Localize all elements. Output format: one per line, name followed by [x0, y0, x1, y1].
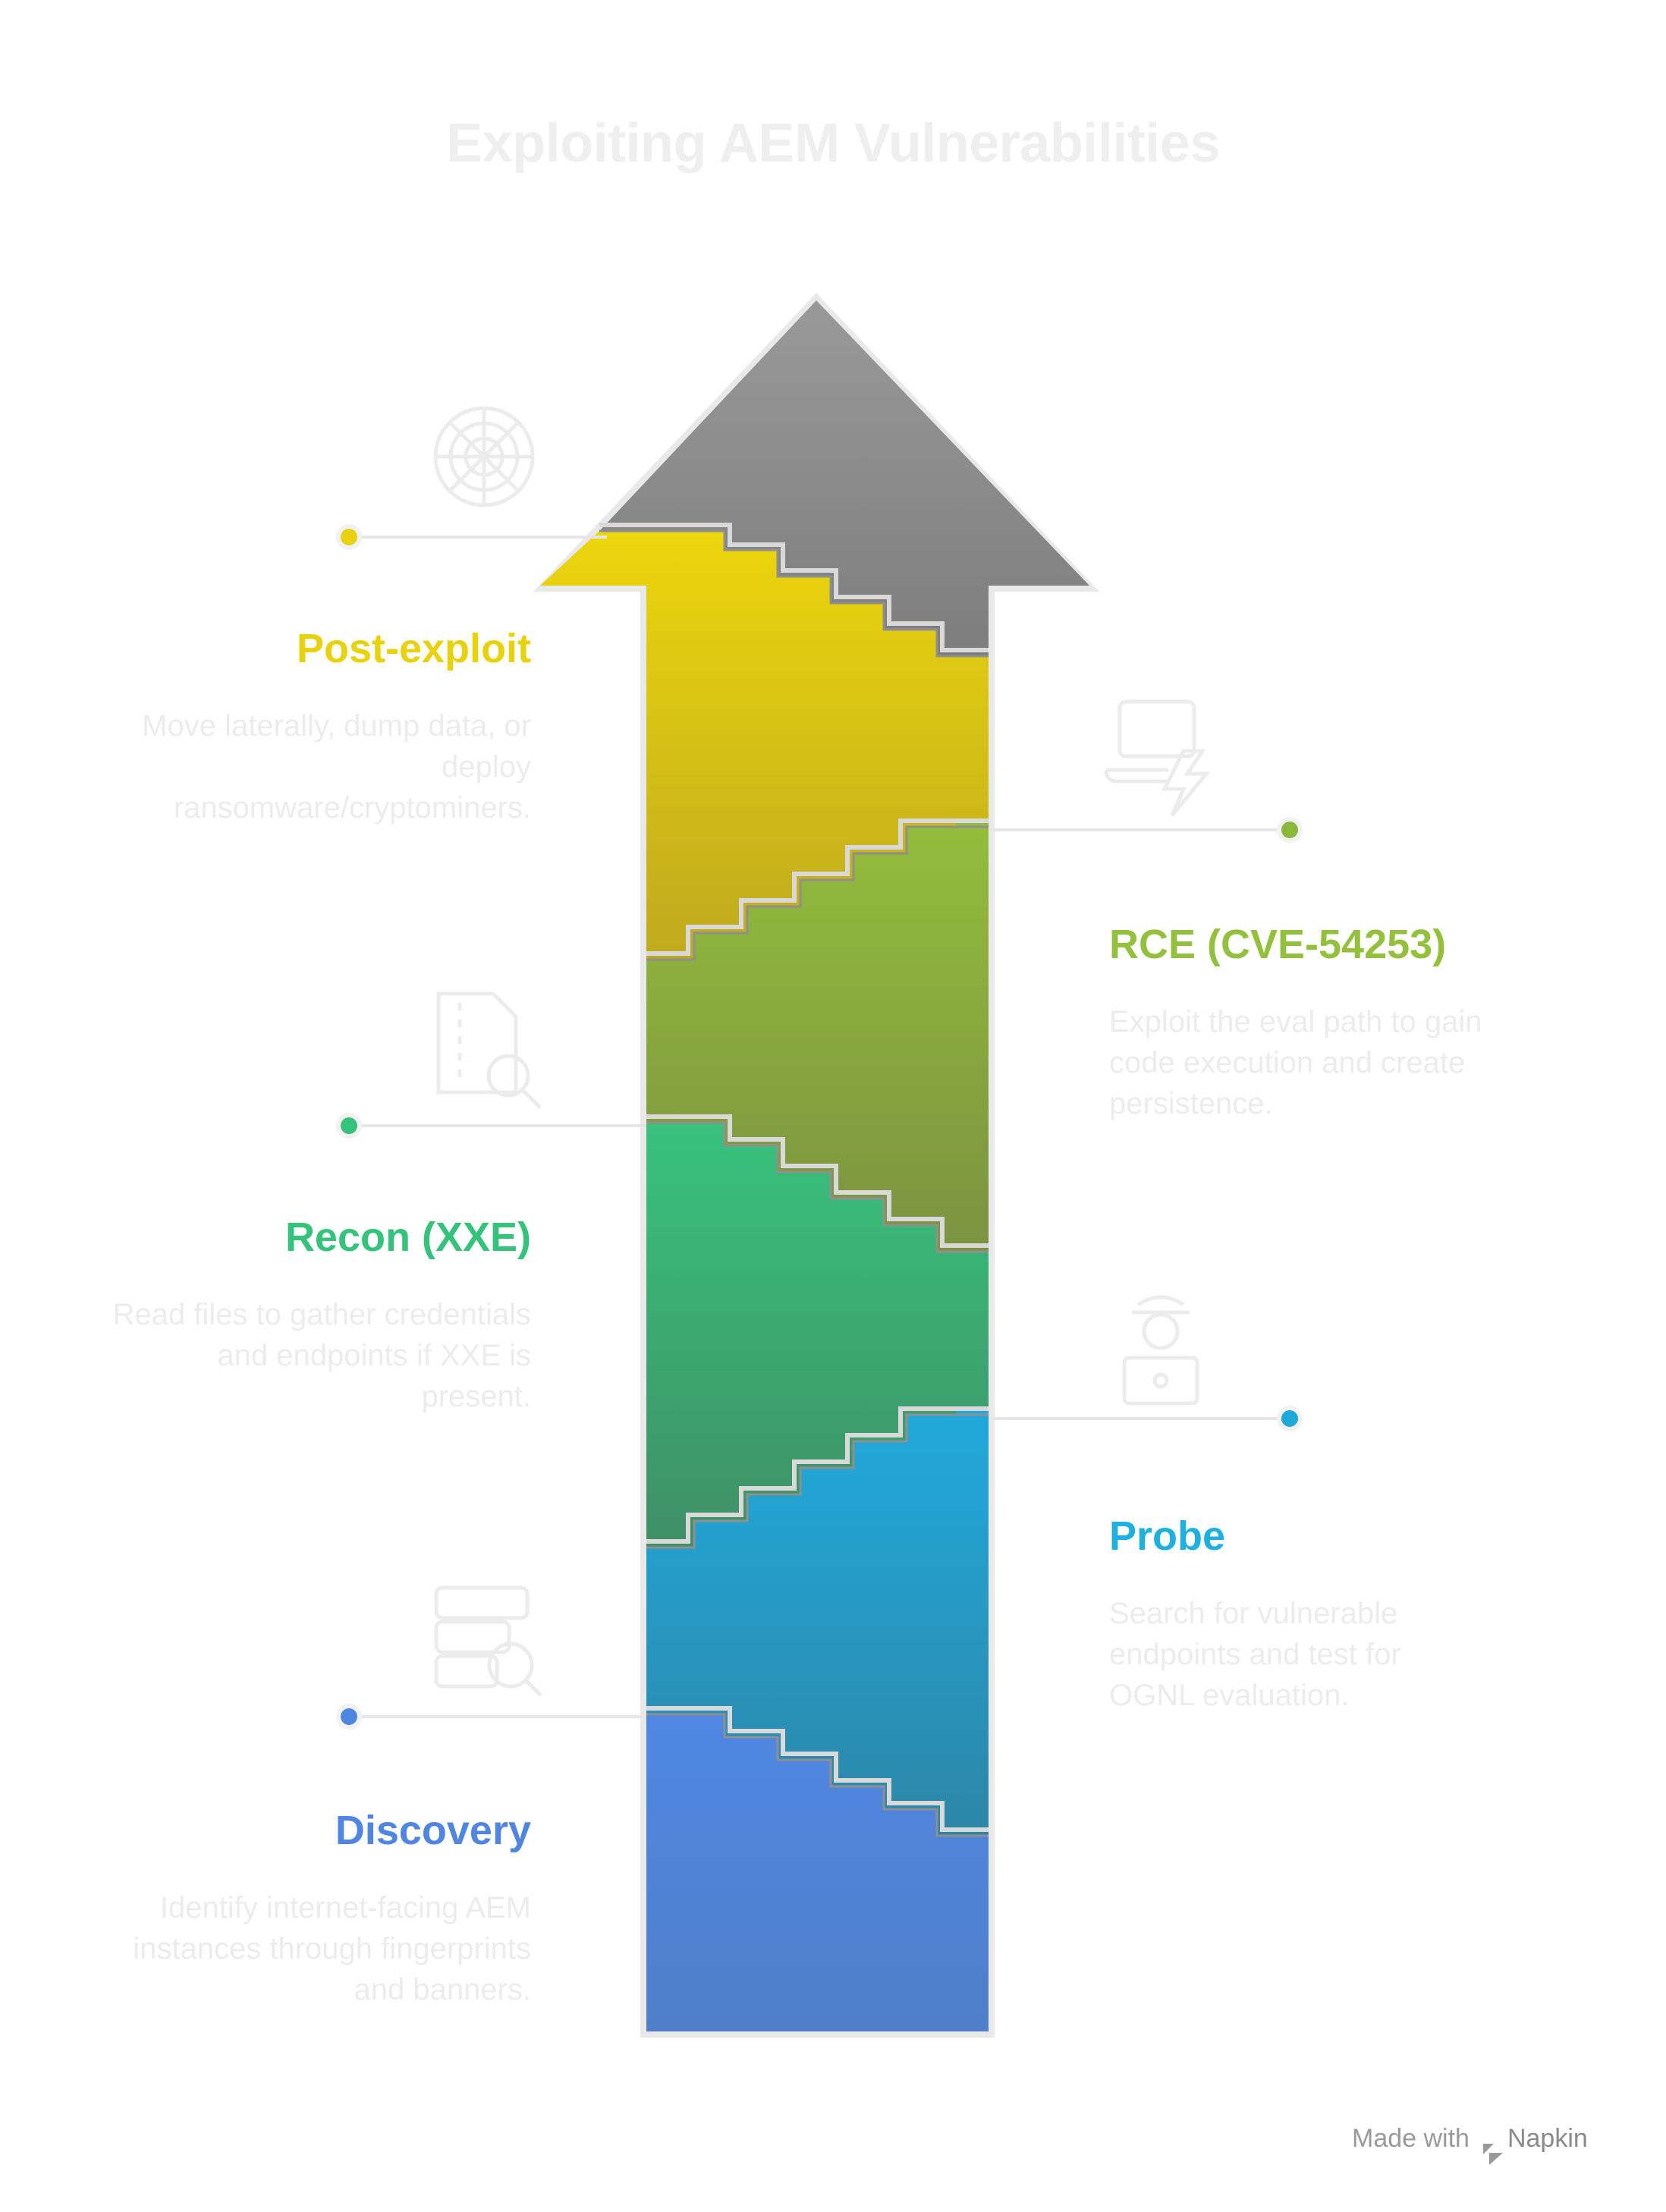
dot-probe: [1277, 1406, 1303, 1431]
segment-discovery: [646, 1714, 989, 2031]
spider-web-icon: [433, 406, 535, 507]
connectors: [349, 536, 1290, 1718]
step-label-probe: Probe: [1109, 1513, 1226, 1559]
footer: Made with Napkin: [1352, 2124, 1588, 2154]
dot-discovery: [336, 1704, 362, 1730]
step-desc-post-exploit: Move laterally, dump data, or deploy ran…: [142, 709, 531, 825]
segment-arrow-head: [599, 300, 1089, 656]
dot-recon: [336, 1113, 362, 1139]
footer-brand[interactable]: Napkin: [1507, 2124, 1588, 2153]
footer-made-with: Made with: [1352, 2124, 1470, 2153]
step-desc-rce: Exploit the eval path to gain code execu…: [1109, 1005, 1482, 1120]
dot-rce: [1277, 817, 1303, 843]
stair-shadows: [599, 529, 989, 1837]
step-desc-recon: Read files to gather credentials and end…: [112, 1298, 531, 1413]
step-desc-discovery: Identify internet-facing AEM instances t…: [133, 1891, 531, 2006]
document-search-icon: [436, 991, 542, 1109]
step-desc-probe: Search for vulnerable endpoints and test…: [1109, 1597, 1401, 1712]
step-label-post-exploit: Post-exploit: [296, 626, 531, 671]
server-search-icon: [434, 1585, 542, 1697]
stair-edges: [599, 523, 989, 1832]
step-label-rce: RCE (CVE-54253): [1109, 922, 1447, 967]
napkin-logo-icon: [1483, 2144, 1503, 2165]
dot-post-exploit: [336, 524, 362, 550]
hacker-laptop-icon: [1122, 1295, 1199, 1406]
page-title: Exploiting AEM Vulnerabilities: [446, 113, 1220, 174]
laptop-lightning-icon: [1104, 699, 1211, 817]
step-label-discovery: Discovery: [335, 1808, 531, 1853]
step-label-recon: Recon (XXE): [284, 1214, 531, 1260]
